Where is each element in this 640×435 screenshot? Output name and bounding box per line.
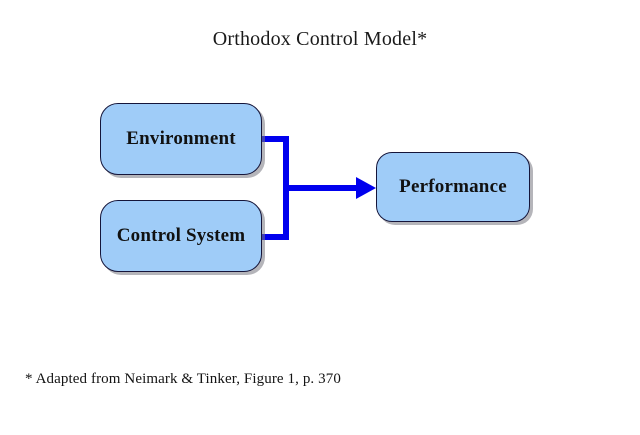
node-performance-label: Performance xyxy=(399,176,507,197)
node-performance[interactable]: Performance xyxy=(376,152,530,222)
footnote-text: * Adapted from Neimark & Tinker, Figure … xyxy=(25,371,341,387)
connector-environment-to-performance xyxy=(262,136,289,188)
node-environment[interactable]: Environment xyxy=(100,103,262,175)
connector-control-system-to-performance xyxy=(262,188,289,240)
arrowhead-icon xyxy=(356,177,376,199)
node-control-system[interactable]: Control System xyxy=(100,200,262,272)
node-environment-label: Environment xyxy=(126,128,236,149)
connector-arrow-to-performance xyxy=(283,177,376,199)
node-control-system-label: Control System xyxy=(116,225,246,246)
page-title: Orthodox Control Model* xyxy=(212,28,428,50)
